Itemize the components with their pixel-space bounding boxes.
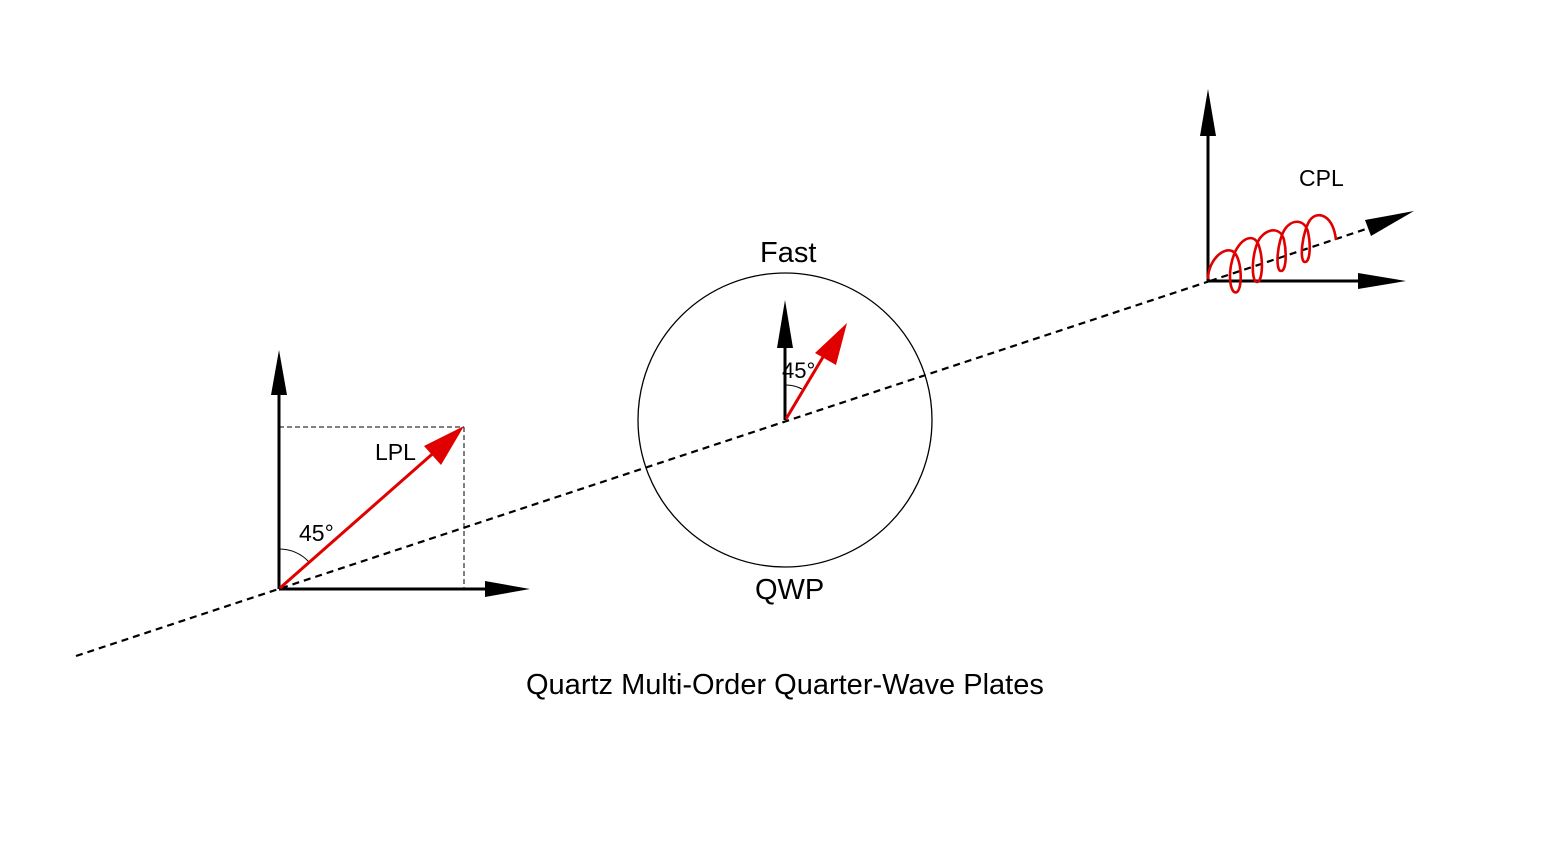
qwp-angle-arc xyxy=(784,384,803,390)
lpl-label: LPL xyxy=(375,439,416,465)
qwp-fast-label: Fast xyxy=(760,237,816,269)
optical-axis-line xyxy=(75,279,1211,658)
qwp-angle-label: 45° xyxy=(782,358,815,383)
lpl-angle-label: 45° xyxy=(299,520,334,546)
qwp-name-label: QWP xyxy=(755,574,824,606)
lpl-angle-arc xyxy=(278,548,310,563)
lpl-polarization-vector xyxy=(279,447,439,590)
cpl-label: CPL xyxy=(1299,165,1344,191)
diagram-caption: Quartz Multi-Order Quarter-Wave Plates xyxy=(526,669,1044,701)
cpl-helix xyxy=(1206,214,1338,294)
lpl-coordinate-frame: 45° LPL xyxy=(271,350,530,597)
lpl-horizontal-arrowhead-icon xyxy=(485,581,530,597)
cpl-propagation-line xyxy=(1209,225,1373,283)
lpl-polarization-arrowhead-icon xyxy=(424,426,464,465)
qwp-polarization-vector xyxy=(784,351,828,420)
qwp-fast-axis-arrowhead-icon xyxy=(777,300,793,348)
cpl-vertical-arrowhead-icon xyxy=(1200,89,1216,136)
lpl-vertical-arrowhead-icon xyxy=(271,350,287,395)
qwp-polarization-arrowhead-icon xyxy=(815,323,847,365)
cpl-horizontal-arrowhead-icon xyxy=(1358,273,1406,289)
cpl-propagation-arrowhead-icon xyxy=(1365,211,1414,236)
qwp-plate: 45° Fast QWP xyxy=(637,237,933,606)
qwp-circle xyxy=(637,272,933,568)
cpl-coordinate-frame: CPL xyxy=(1200,89,1414,294)
